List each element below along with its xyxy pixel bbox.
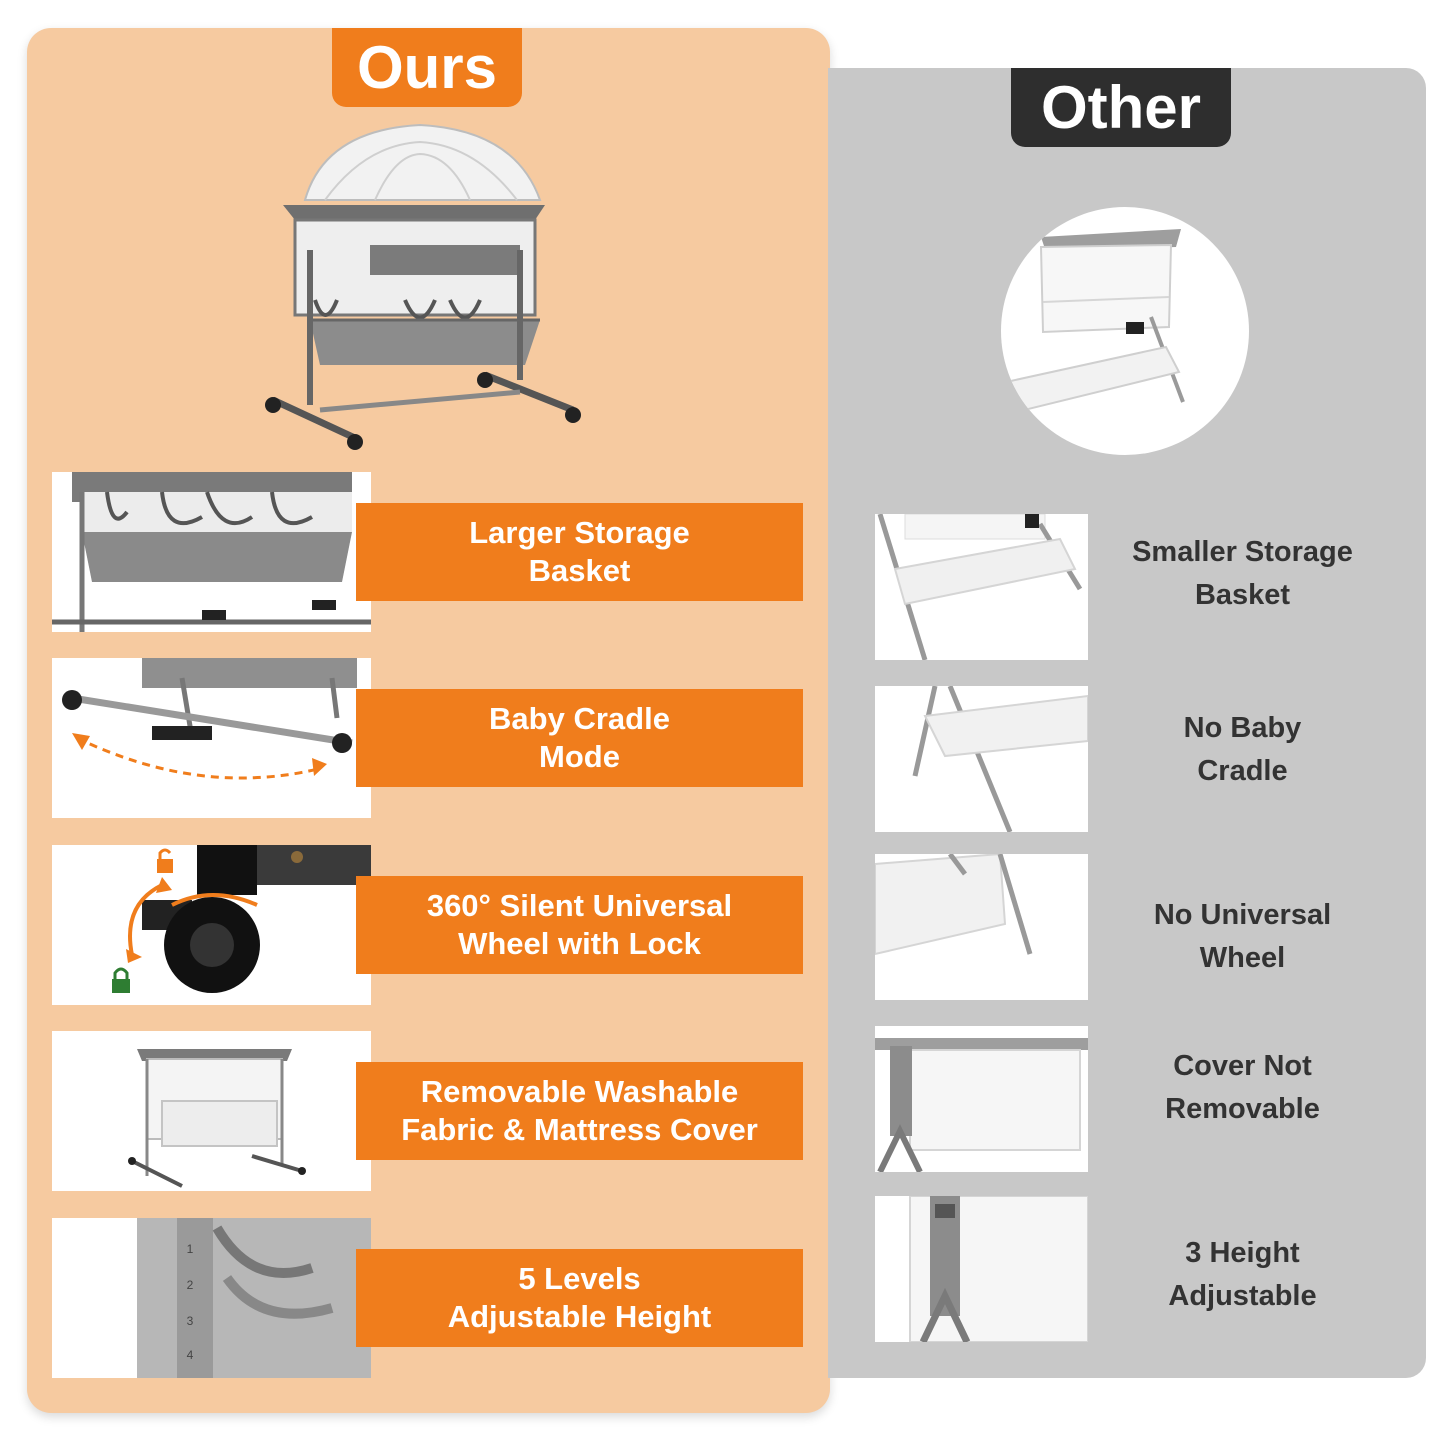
ours-bassinet-image	[255, 120, 585, 465]
ours-cradle-mode-image	[52, 658, 371, 818]
height-level-4: 4	[186, 1348, 194, 1362]
ours-feature-cover-line2: Fabric & Mattress Cover	[401, 1112, 758, 1147]
ours-feature-storage-label: Larger Storage Basket	[356, 503, 803, 601]
other-feature-cradle-label: No Baby Cradle	[1100, 707, 1385, 793]
lock-icon	[112, 967, 130, 993]
ours-feature-storage-line1: Larger Storage	[469, 515, 690, 550]
other-height-adjust-image	[875, 1196, 1088, 1342]
ours-feature-height-label: 5 Levels Adjustable Height	[356, 1249, 803, 1347]
other-feature-storage-line1: Smaller Storage	[1132, 536, 1353, 568]
ours-height-adjust-image: 1 2 3 4	[52, 1218, 371, 1378]
rotate-arrow-icon	[171, 893, 258, 907]
height-level-1: 1	[186, 1242, 194, 1256]
other-feature-wheel-label: No Universal Wheel	[1100, 894, 1385, 980]
other-feature-cradle-line2: Cradle	[1197, 755, 1288, 787]
ours-feature-cradle-label: Baby Cradle Mode	[356, 689, 803, 787]
ours-feature-wheel-label: 360° Silent Universal Wheel with Lock	[356, 876, 803, 974]
swing-arrow-icon	[76, 736, 323, 780]
other-feature-storage-label: Smaller Storage Basket	[1100, 531, 1385, 617]
other-feature-height-label: 3 Height Adjustable	[1100, 1232, 1385, 1318]
ours-feature-cover-line1: Removable Washable	[420, 1074, 739, 1109]
ours-feature-cradle-line2: Mode	[539, 739, 620, 774]
other-tab: Other	[1011, 68, 1231, 147]
other-no-wheel-image	[875, 854, 1088, 1000]
height-level-3: 3	[186, 1314, 194, 1328]
other-feature-cover-line1: Cover Not	[1173, 1050, 1312, 1082]
ours-feature-cradle-line1: Baby Cradle	[489, 701, 670, 736]
other-feature-height-line1: 3 Height	[1185, 1237, 1300, 1269]
ours-storage-basket-image	[52, 472, 371, 632]
ours-removable-cover-image	[52, 1031, 371, 1191]
other-feature-storage-line2: Basket	[1194, 579, 1291, 611]
ours-feature-storage-line2: Basket	[528, 553, 631, 588]
other-storage-basket-image	[875, 514, 1088, 660]
other-no-cradle-image	[875, 686, 1088, 832]
other-bassinet-image	[1001, 207, 1249, 455]
ours-universal-wheel-image	[52, 845, 371, 1005]
ours-feature-cover-label: Removable Washable Fabric & Mattress Cov…	[356, 1062, 803, 1160]
ours-tab: Ours	[332, 28, 522, 107]
other-cover-not-removable-image	[875, 1026, 1088, 1172]
other-feature-wheel-line2: Wheel	[1199, 942, 1286, 974]
ours-feature-wheel-line2: Wheel with Lock	[458, 926, 701, 961]
ours-feature-height-line1: 5 Levels	[518, 1261, 641, 1296]
other-feature-cover-line2: Removable	[1165, 1093, 1320, 1125]
other-feature-cradle-line1: No Baby	[1183, 712, 1302, 744]
ours-feature-wheel-line1: 360° Silent Universal	[426, 888, 733, 923]
other-feature-cover-label: Cover Not Removable	[1100, 1045, 1385, 1131]
unlock-icon	[157, 848, 173, 873]
height-level-2: 2	[186, 1278, 194, 1292]
other-feature-wheel-line1: No Universal	[1153, 899, 1332, 931]
other-feature-height-line2: Adjustable	[1168, 1280, 1317, 1312]
ours-feature-height-line2: Adjustable Height	[447, 1299, 712, 1334]
